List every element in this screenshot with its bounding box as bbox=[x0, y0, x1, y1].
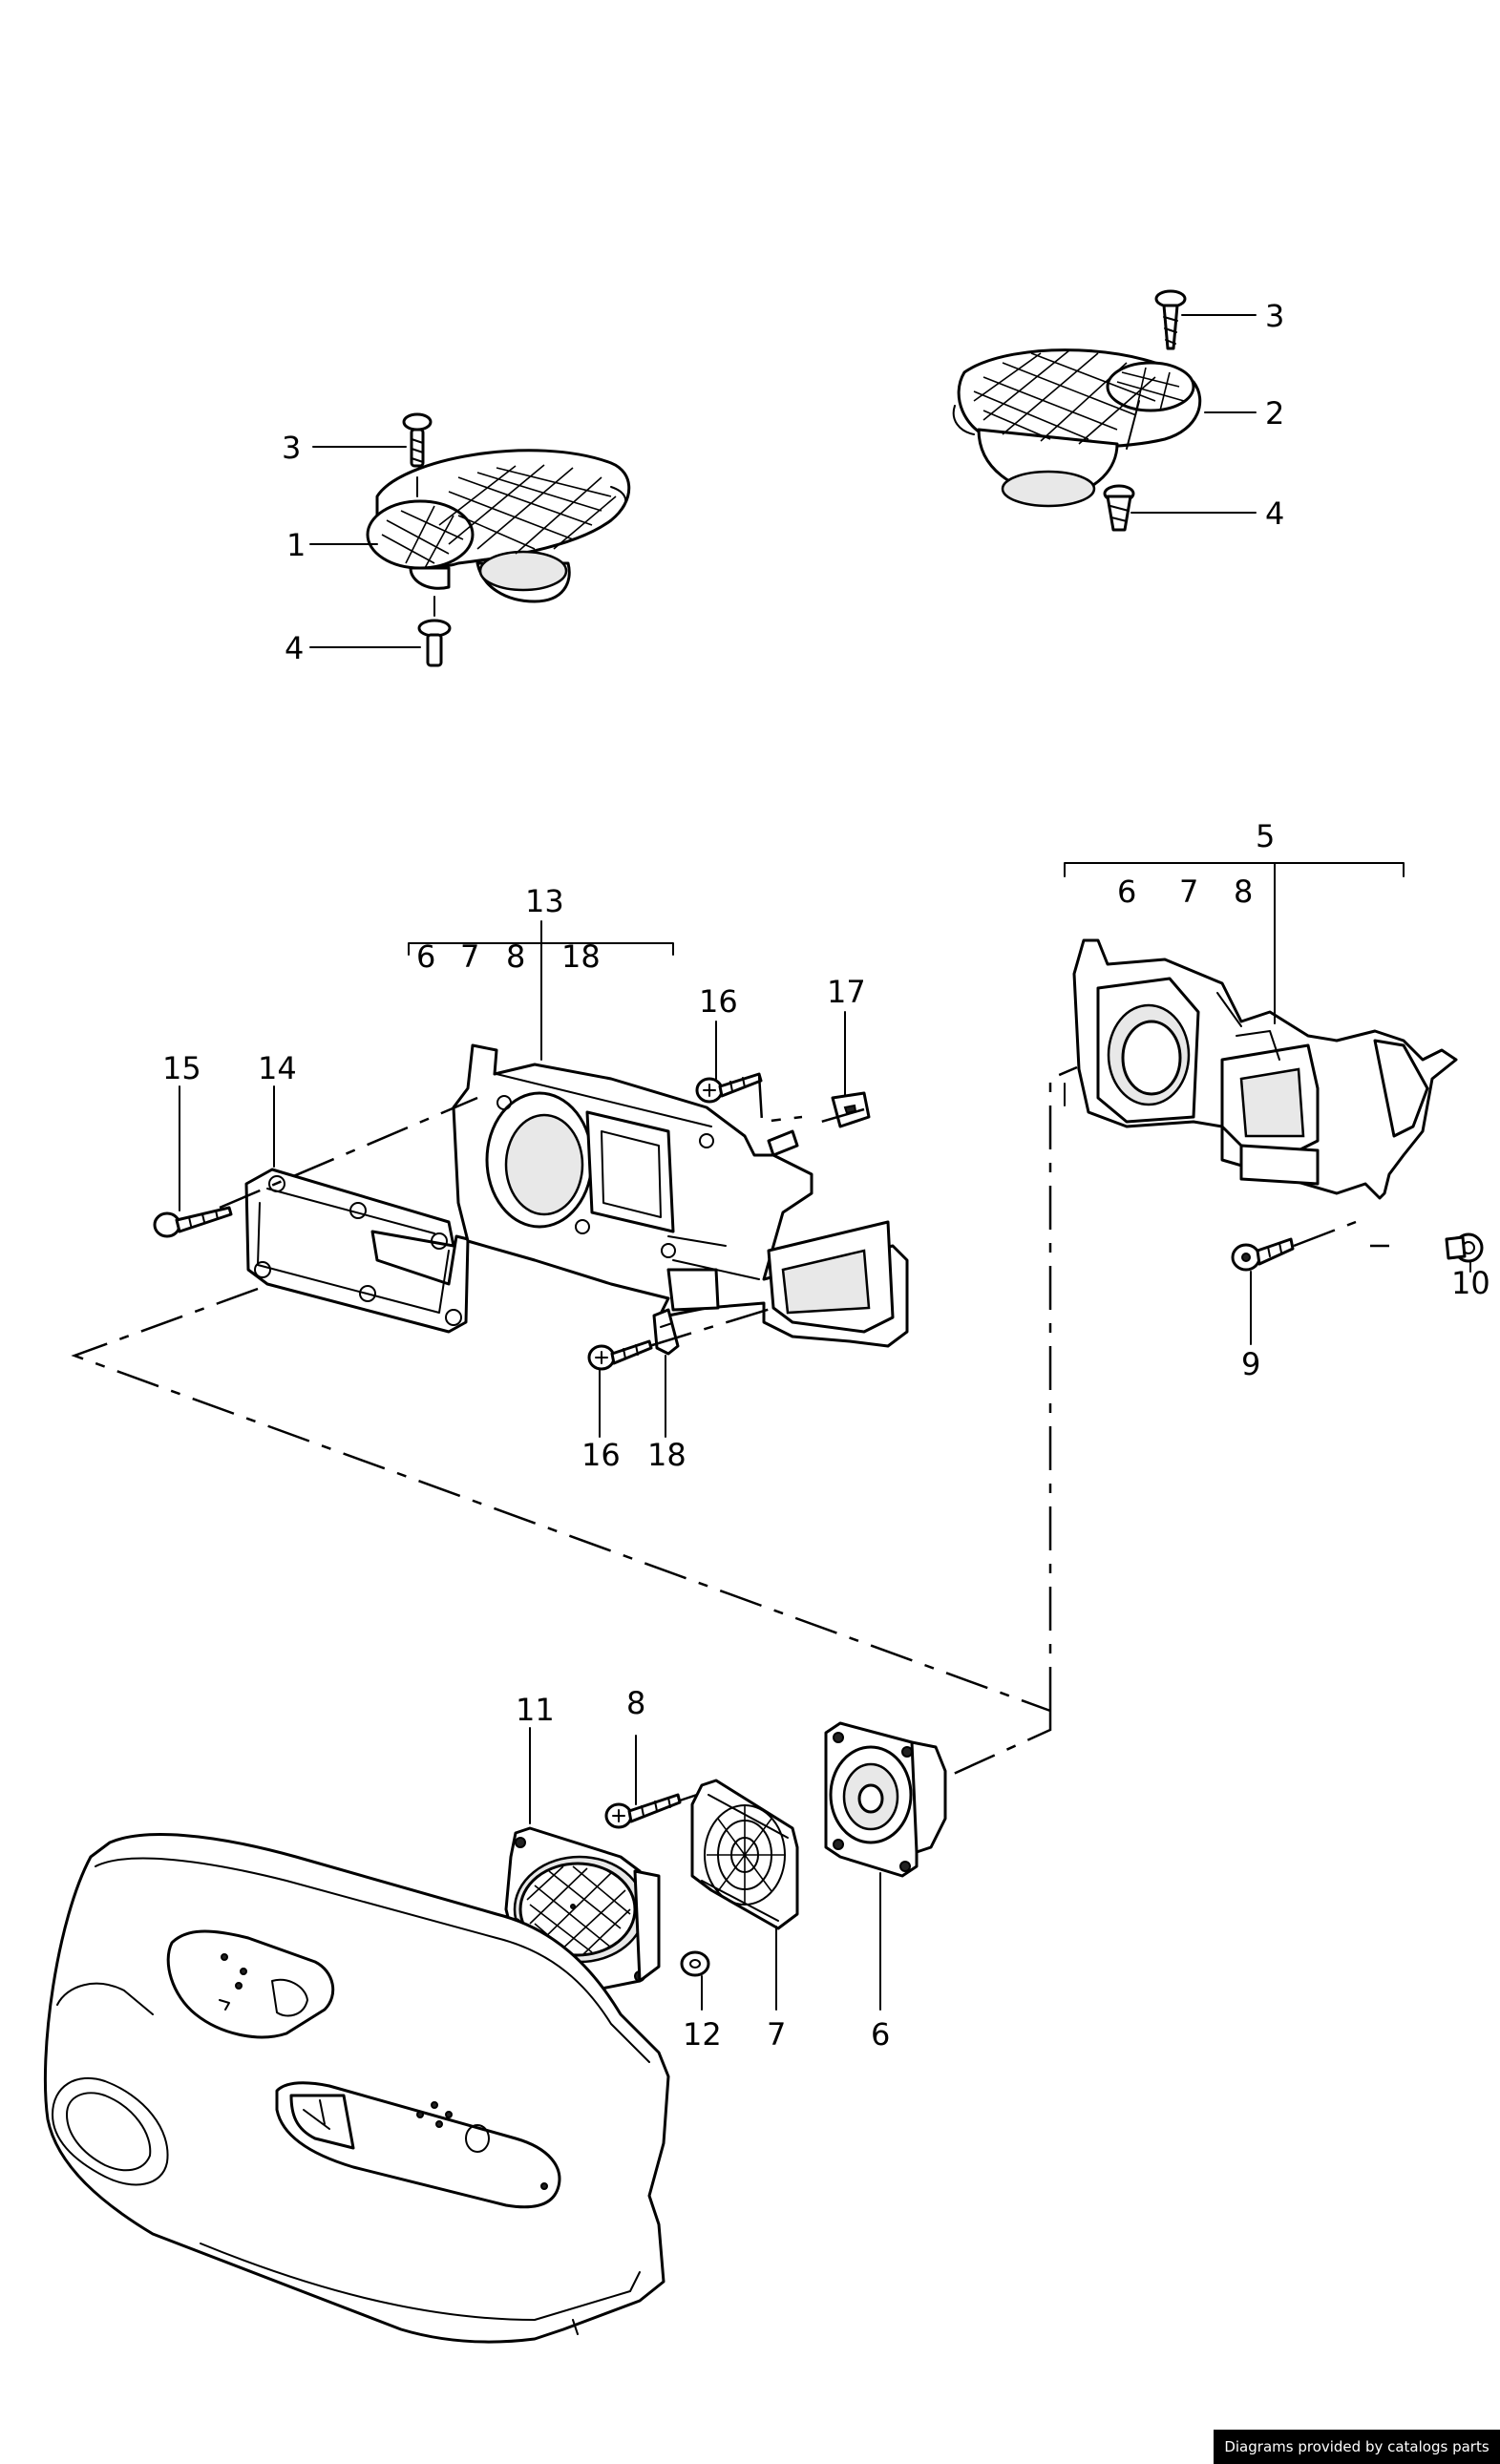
callout-4-right: 4 bbox=[1265, 495, 1284, 532]
connection-lines bbox=[71, 1065, 1389, 1802]
callout-3-left: 3 bbox=[282, 430, 301, 466]
callout-16-top: 16 bbox=[699, 983, 738, 1020]
gasket-14 bbox=[244, 1168, 470, 1334]
washer-12 bbox=[680, 1950, 710, 1977]
callout-5-sub-6: 6 bbox=[1117, 874, 1136, 910]
screw-9 bbox=[1231, 1237, 1295, 1272]
callout-6: 6 bbox=[871, 2016, 890, 2053]
bracket-5 bbox=[1072, 938, 1458, 1200]
callout-16-bottom: 16 bbox=[581, 1437, 621, 1473]
callout-12: 12 bbox=[683, 2016, 722, 2053]
screw-15 bbox=[153, 1206, 233, 1238]
callout-7: 7 bbox=[767, 2016, 786, 2053]
grille-7 bbox=[690, 1779, 799, 1930]
door-trim-panel bbox=[43, 1833, 670, 2344]
screw-3-right bbox=[1154, 289, 1187, 350]
clip-18 bbox=[652, 1308, 680, 1356]
leader-lines bbox=[179, 314, 1471, 2011]
screw-16-top bbox=[695, 1072, 763, 1104]
callout-2: 2 bbox=[1265, 395, 1284, 432]
callout-1: 1 bbox=[286, 527, 306, 563]
callout-13-sub-7: 7 bbox=[460, 938, 479, 975]
screw-4-right bbox=[1103, 484, 1135, 532]
callout-4-left: 4 bbox=[285, 630, 304, 666]
screw-3-left bbox=[402, 412, 433, 497]
callout-10: 10 bbox=[1451, 1265, 1490, 1301]
callout-labels: 3 1 4 3 2 4 5 6 7 8 13 6 7 8 18 15 14 16… bbox=[162, 298, 1490, 2053]
callout-5: 5 bbox=[1256, 818, 1275, 854]
mesh-grille-1 bbox=[381, 464, 617, 569]
callout-5-sub-7: 7 bbox=[1179, 874, 1198, 910]
callout-3-right: 3 bbox=[1265, 298, 1284, 334]
speaker-6 bbox=[824, 1721, 947, 1878]
screw-8 bbox=[604, 1793, 682, 1829]
callout-13-sub-18: 18 bbox=[561, 938, 601, 975]
credit-banner: Diagrams provided by catalogs parts bbox=[1214, 2430, 1500, 2464]
callout-13-sub-8: 8 bbox=[506, 938, 525, 975]
speaker-1 bbox=[366, 449, 631, 603]
callout-18: 18 bbox=[647, 1437, 687, 1473]
callout-11: 11 bbox=[516, 1692, 555, 1728]
mesh-grille-2 bbox=[973, 349, 1185, 445]
callout-14: 14 bbox=[258, 1050, 297, 1086]
screw-16-bottom bbox=[587, 1339, 653, 1371]
callout-13-sub-6: 6 bbox=[416, 938, 435, 975]
callout-9: 9 bbox=[1241, 1346, 1260, 1382]
callout-15: 15 bbox=[162, 1050, 201, 1086]
callout-5-sub-8: 8 bbox=[1234, 874, 1253, 910]
bracket-13 bbox=[452, 1043, 909, 1348]
bolt-10 bbox=[1445, 1232, 1484, 1263]
speaker-2 bbox=[952, 348, 1202, 508]
callout-17: 17 bbox=[827, 974, 866, 1010]
screw-4-left bbox=[417, 596, 452, 667]
callout-8: 8 bbox=[626, 1685, 645, 1721]
callout-13: 13 bbox=[525, 883, 564, 919]
